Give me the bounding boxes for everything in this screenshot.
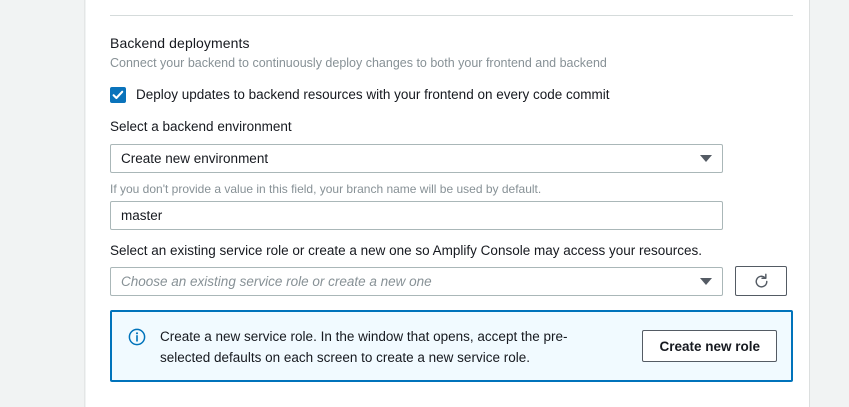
environment-name-input[interactable]: master [110, 201, 723, 230]
chevron-down-icon [700, 155, 712, 162]
refresh-icon [755, 273, 767, 288]
backend-environment-select[interactable]: Create new environment [110, 144, 723, 173]
section-description: Connect your backend to continuously dep… [110, 56, 607, 70]
left-gutter [0, 0, 85, 407]
backend-environment-label: Select a backend environment [110, 119, 292, 134]
chevron-down-icon [700, 278, 712, 285]
checkbox-checked-icon[interactable] [110, 87, 126, 103]
environment-name-hint: If you don't provide a value in this fie… [110, 182, 542, 196]
deploy-updates-checkbox-row[interactable]: Deploy updates to backend resources with… [110, 86, 610, 104]
service-role-select-placeholder: Choose an existing service role or creat… [121, 274, 432, 289]
page-title: Backend deployments [110, 35, 250, 51]
deploy-updates-checkbox-label[interactable]: Deploy updates to backend resources with… [136, 87, 610, 102]
create-service-role-info-alert: Create a new service role. In the window… [110, 310, 793, 382]
backend-environment-select-value: Create new environment [121, 151, 269, 166]
refresh-service-roles-button[interactable] [735, 266, 787, 296]
section-divider [110, 15, 793, 16]
info-alert-text: Create a new service role. In the window… [160, 329, 568, 365]
service-role-label: Select an existing service role or creat… [110, 243, 703, 258]
info-circle-icon [128, 328, 146, 346]
environment-name-input-value: master [121, 208, 163, 223]
service-role-select[interactable]: Choose an existing service role or creat… [110, 267, 723, 296]
right-gutter [811, 0, 849, 407]
create-new-role-button[interactable]: Create new role [642, 330, 777, 362]
